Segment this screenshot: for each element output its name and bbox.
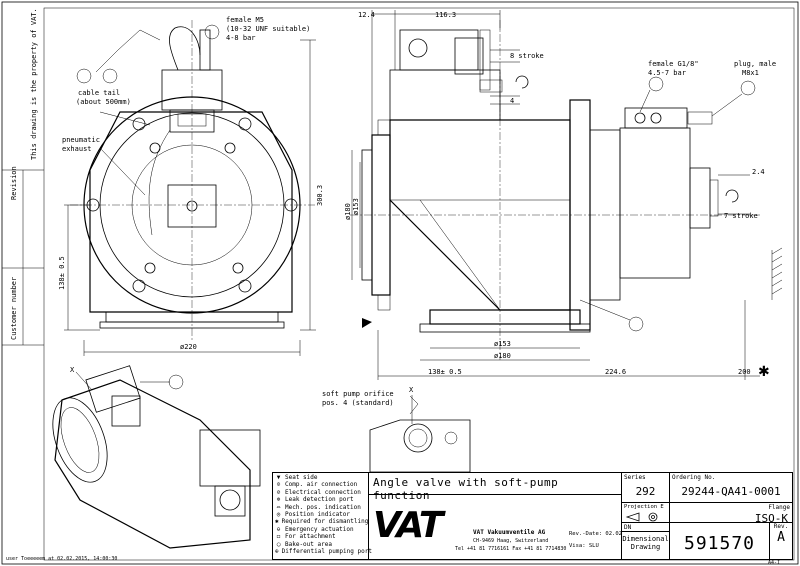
- plug-male-label: plug, male: [734, 60, 776, 68]
- legend-item-label: Bake-out area: [285, 540, 332, 548]
- bake-out-icon: ◯: [276, 540, 281, 548]
- stroke-7-label: 7 stroke: [724, 212, 758, 220]
- legend-item-label: Seat side: [285, 474, 318, 481]
- dismantling-star-icon: ✱: [758, 364, 770, 380]
- dim-4: 4: [510, 97, 514, 105]
- front-view: [64, 20, 316, 356]
- dim-116-3: 116.3: [435, 11, 456, 19]
- rev-label: Rev.: [773, 523, 789, 530]
- dim-height: 300.3: [316, 185, 324, 206]
- dismantling-icon: ✱: [275, 518, 279, 526]
- mech-position-icon: ⌓: [276, 503, 281, 511]
- legend-item-label: For attachment: [285, 533, 336, 541]
- legend-item: ⊙ Comp. air connection: [275, 481, 366, 488]
- dim-153-horizontal: ø153: [494, 340, 511, 348]
- legend-item-label: Comp. air connection: [285, 481, 358, 489]
- legend-item: ⊘ Electrical connection: [275, 489, 366, 496]
- electrical-icon: ⊘: [276, 488, 281, 496]
- legend-item-label: Required for dismantling: [281, 518, 369, 526]
- compressed-air-icon: ⊙: [276, 481, 281, 489]
- dim-224-6: 224.6: [605, 368, 626, 376]
- side-view: [350, 10, 783, 380]
- revision-info: Rev.-Date: 02.02.15 Visa: SLU: [569, 531, 632, 559]
- drawing-number: 591570: [669, 523, 769, 559]
- user-stamp: user Toeeeeem at 02.02.2015, 14:00:30: [6, 556, 118, 562]
- legend: ▼ Seat side ⊙ Comp. air connection ⊘ Electric…: [273, 473, 372, 559]
- position-indicator-icon: ◎: [276, 510, 281, 518]
- legend-item: ◎ Position indicator: [275, 511, 366, 518]
- dim-width: ø220: [180, 343, 197, 351]
- legend-item-label: Leak detection port: [285, 496, 354, 504]
- unf-label: (10-32 UNF suitable): [226, 25, 310, 33]
- pressure-label-1: 4-8 bar: [226, 34, 256, 42]
- seat-side-icon: ▼: [276, 474, 281, 481]
- legend-item-label: Differential pumping port: [281, 547, 372, 555]
- company-name: VAT Vakuumventile AG: [473, 529, 546, 536]
- title-block: ▼ Seat side ⊙ Comp. air connection ⊘ Electric…: [272, 472, 793, 560]
- vat-logo: VAT: [373, 505, 443, 546]
- legend-item: ✱Required for dismantling: [275, 518, 369, 526]
- projection-label: Projection E: [624, 504, 664, 510]
- flange-value: ISO-K: [754, 512, 788, 525]
- company-area: VAT VAT Vakuumventile AG CH-9469 Haag, S…: [369, 495, 621, 559]
- legend-item-label: Position indicator: [285, 510, 351, 518]
- dim-180-horizontal: ø180: [494, 352, 511, 360]
- legend-item: ▼ Seat side: [275, 474, 366, 481]
- visa: Visa: SLU: [569, 543, 599, 549]
- legend-item: ⊕Differential pumping port: [275, 547, 372, 555]
- series-value: 292: [635, 485, 656, 498]
- company-address: CH-9469 Haag, Switzerland: [473, 538, 549, 544]
- detail-x-view: [359, 395, 471, 481]
- dim-flange-height: 138± 0.5: [58, 256, 66, 290]
- dim-200: 200: [738, 368, 751, 376]
- female-g18-label: female G1/8": [648, 60, 699, 68]
- dim-12-4: 12.4: [358, 11, 375, 19]
- differential-pumping-icon: ⊕: [275, 547, 279, 555]
- emergency-actuation-icon: ⊖: [276, 525, 281, 533]
- sheet-format: A4-I: [768, 560, 781, 566]
- legend-item-label: Mech. pos. indication: [285, 503, 361, 511]
- pneumatic-label: pneumatic: [62, 136, 100, 144]
- legend-item: ◻ For attachment: [275, 533, 366, 540]
- dim-drawing-line2: Drawing: [630, 543, 661, 551]
- isometric-view: [52, 365, 261, 549]
- detail-x-label: X: [409, 386, 414, 394]
- stroke-8-label: 8 stroke: [510, 52, 544, 60]
- soft-pump-label: soft pump orifice: [322, 390, 394, 398]
- cable-length-label: (about 500mm): [76, 98, 131, 106]
- dn-label: DN: [624, 524, 632, 531]
- legend-item: ⊖ Emergency actuation: [275, 526, 366, 533]
- exhaust-label: exhaust: [62, 145, 92, 153]
- dim-153-vertical: ø153: [352, 198, 360, 215]
- pressure-label-2: 4.5-7 bar: [648, 69, 686, 77]
- legend-item-label: Emergency actuation: [285, 525, 354, 533]
- cable-tail-label: cable tail: [78, 89, 120, 97]
- rev-date: Rev.-Date: 02.02.15: [569, 531, 632, 537]
- ordering-label: Ordering No.: [672, 474, 716, 481]
- dim-180-vertical: ø180: [344, 203, 352, 220]
- pos4-label: pos. 4 (standard): [322, 399, 394, 407]
- legend-item: ⊚ Leak detection port: [275, 496, 366, 503]
- attachment-icon: ◻: [276, 533, 281, 541]
- iso-x-label: X: [70, 366, 75, 374]
- legend-item: ◯ Bake-out area: [275, 541, 366, 548]
- ordering-value: 29244-QA41-0001: [681, 485, 781, 498]
- company-phone: Tel +41 81 7716161 Fax +41 81 7714830: [455, 546, 567, 552]
- m8-label: M8x1: [742, 69, 759, 77]
- drawing-title: Angle valve with soft-pump function: [369, 473, 621, 502]
- female-m5-label: female M5: [226, 16, 264, 24]
- dim-138: 138± 0.5: [428, 368, 462, 376]
- leak-detection-icon: ⊚: [276, 496, 281, 504]
- rev-value: A: [777, 530, 785, 545]
- dim-2-4: 2.4: [752, 168, 765, 176]
- flange-label: Flange: [768, 504, 790, 511]
- legend-item-label: Electrical connection: [285, 488, 361, 496]
- legend-item: ⌓ Mech. pos. indication: [275, 504, 366, 511]
- projection-icon: [625, 512, 658, 522]
- dim-drawing-line1: Dimensional: [622, 535, 669, 543]
- series-label: Series: [624, 474, 646, 481]
